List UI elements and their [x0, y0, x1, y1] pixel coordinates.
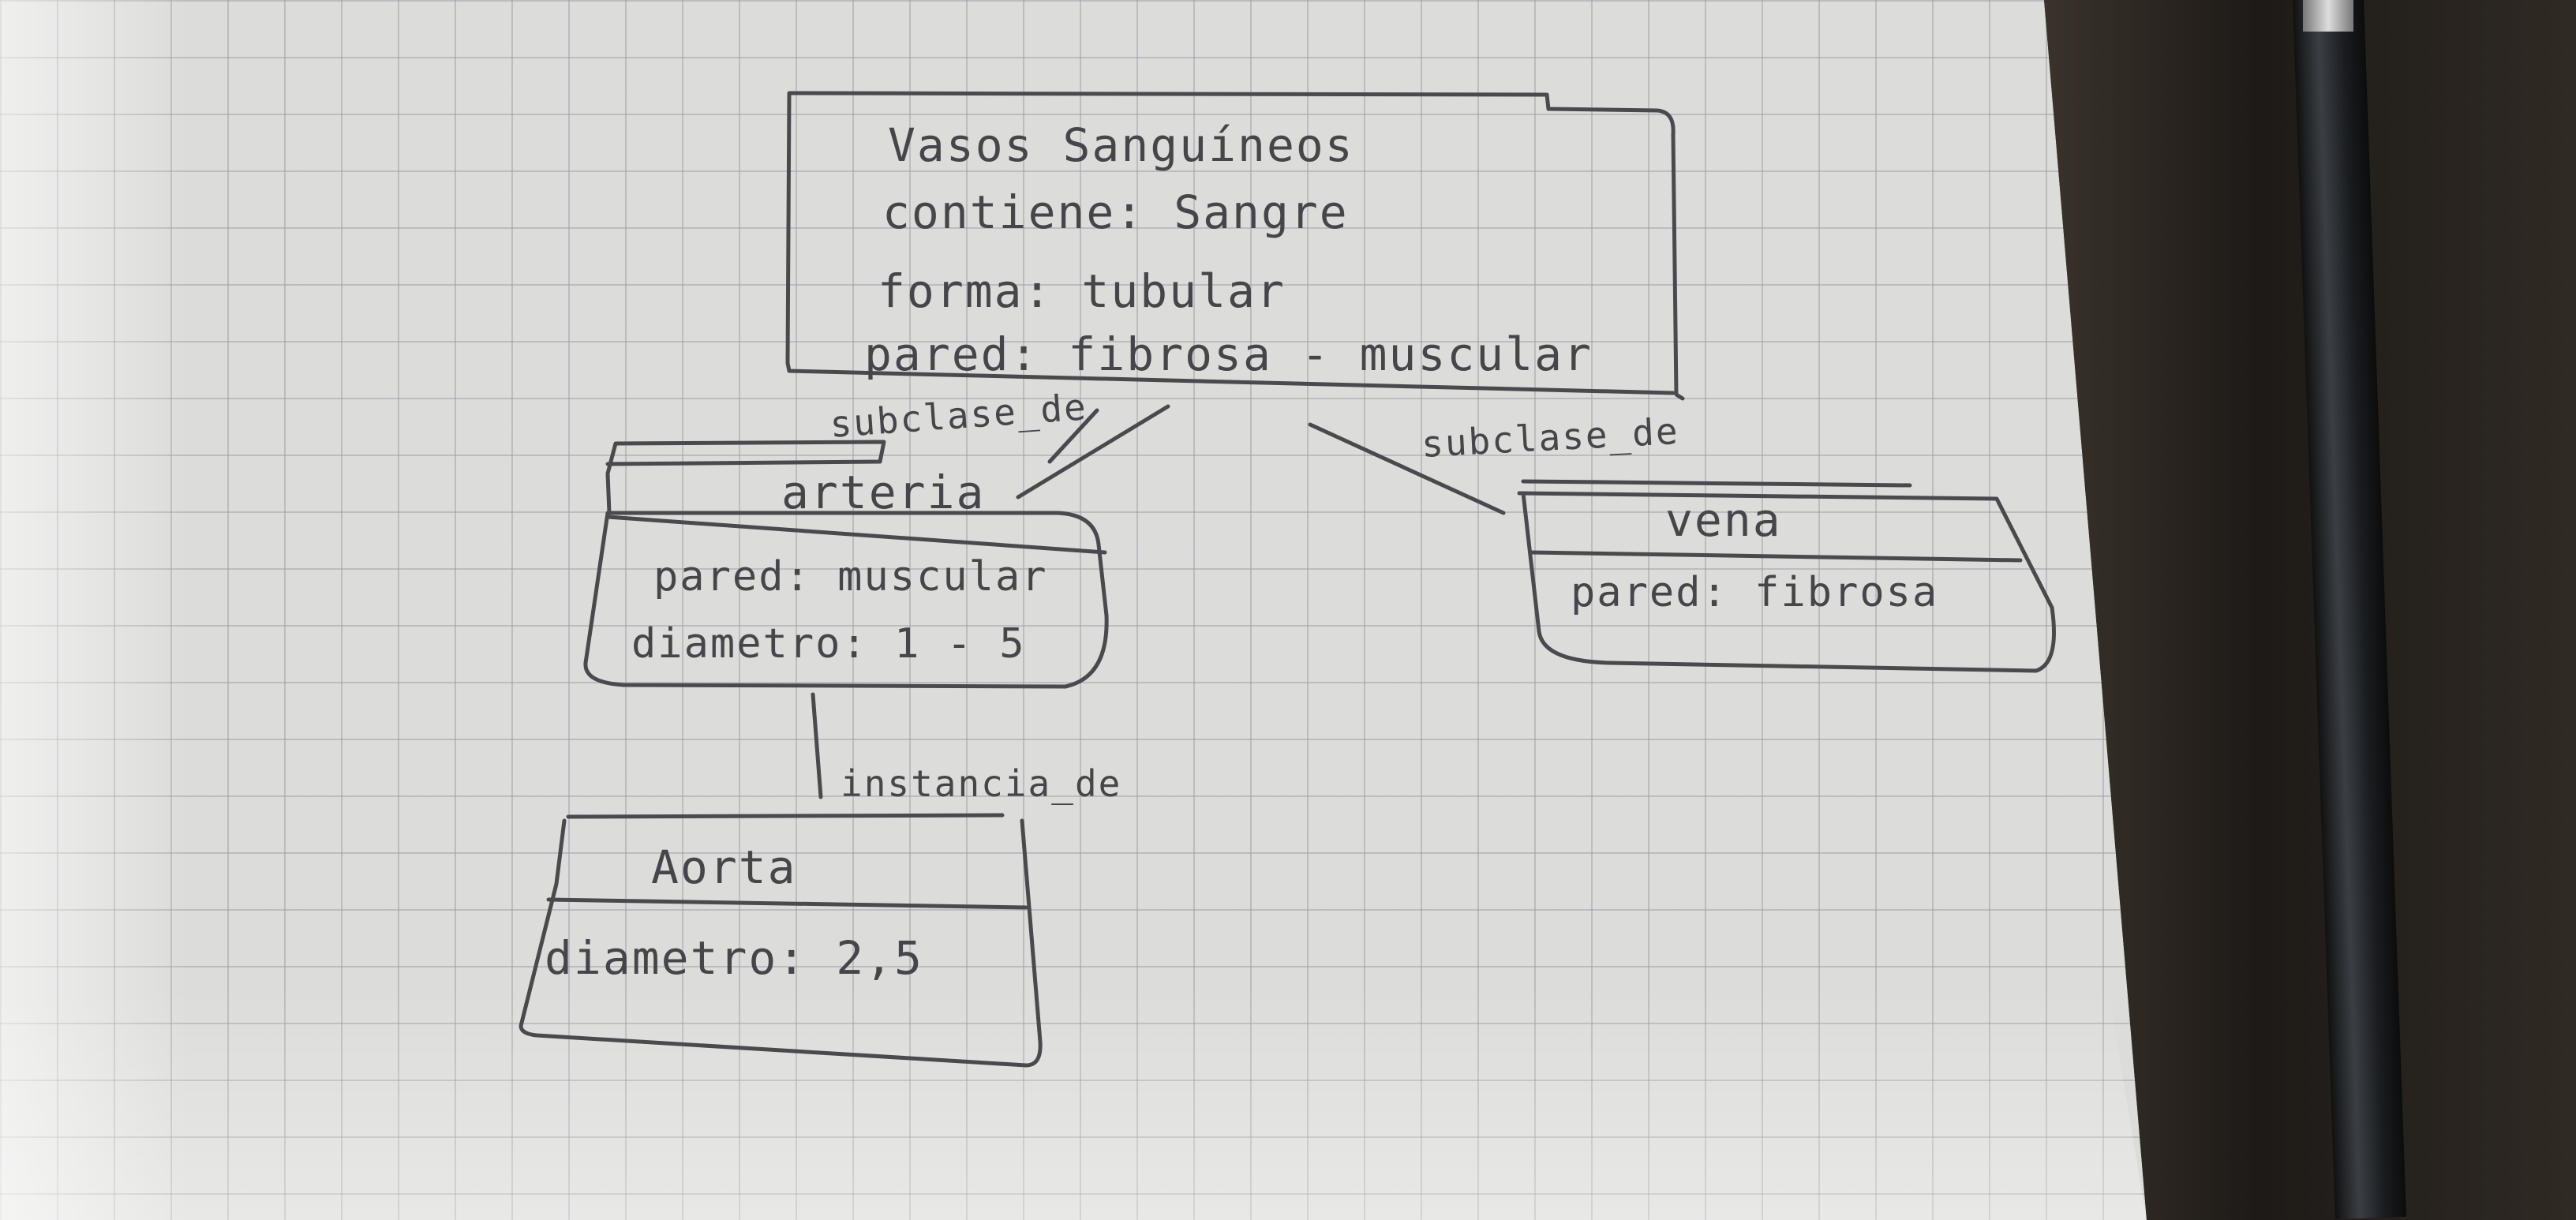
arteria-vasos-line — [1016, 404, 1170, 500]
vasos-attr-pared: pared: fibrosa - muscular — [864, 327, 1593, 381]
vasos-box — [785, 91, 1685, 401]
arteria-vasos-tick — [1047, 408, 1099, 464]
arteria-box — [583, 440, 1109, 689]
arteria-class-name: arteria — [781, 466, 986, 519]
graph-paper — [0, 0, 2147, 1220]
vena-vasos-line — [1308, 422, 1506, 515]
arteria-attr-pared: pared: muscular — [653, 553, 1048, 601]
aorta-arteria-line — [811, 692, 823, 799]
aorta-relation-label: instancia_de — [841, 762, 1122, 805]
pen-clip — [2303, 0, 2353, 32]
vena-box — [1517, 479, 2056, 673]
vasos-class-name: Vasos Sanguíneos — [888, 118, 1354, 172]
vena-divider — [1529, 550, 2023, 563]
aorta-attr-diametro: diametro: 2,5 — [545, 931, 923, 985]
arteria-attr-diametro: diametro: 1 - 5 — [631, 620, 1026, 668]
vena-class-name: vena — [1665, 493, 1782, 547]
arteria-divider — [605, 515, 1107, 555]
vasos-attr-forma: forma: tubular — [878, 264, 1286, 318]
vena-attr-pared: pared: fibrosa — [1571, 569, 1939, 616]
class-diagram — [519, 91, 2056, 1068]
aorta-box — [519, 813, 1043, 1068]
aorta-divider — [546, 897, 1028, 910]
vasos-attr-contiene: contiene: Sangre — [882, 185, 1349, 239]
aorta-class-name: Aorta — [651, 840, 797, 894]
